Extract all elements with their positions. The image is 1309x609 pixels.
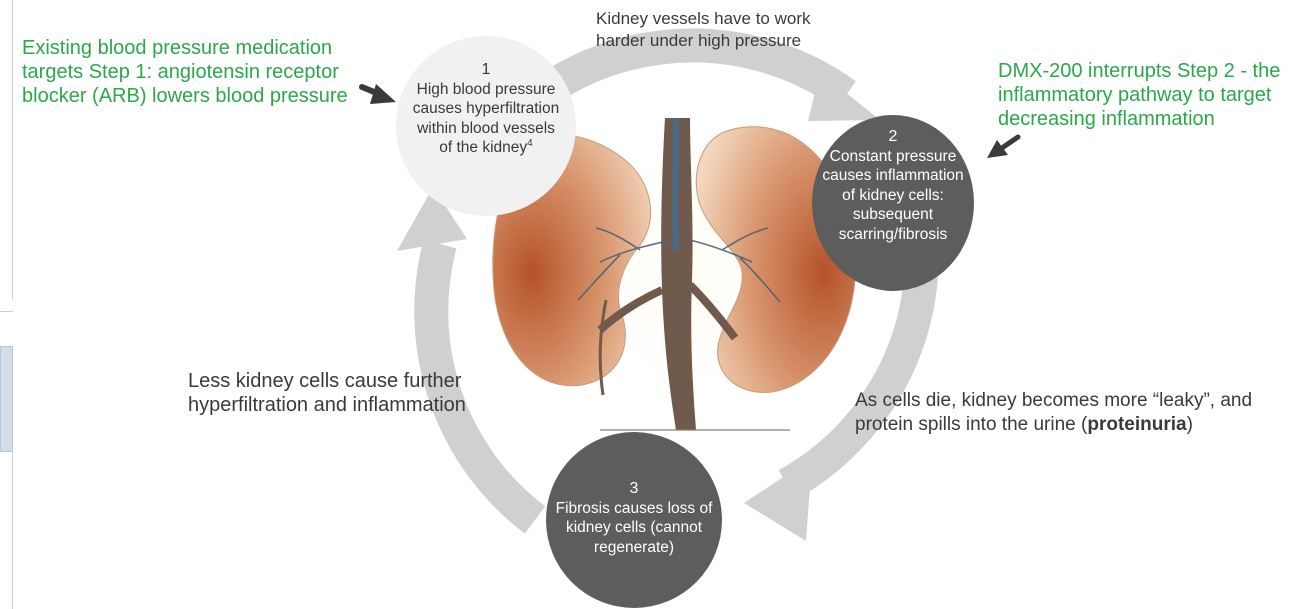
step-1-footnote: 4 — [527, 138, 533, 149]
proteinuria-term: proteinuria — [1087, 414, 1186, 435]
cycle-arrowhead-right — [744, 458, 812, 541]
pointer-arrow-icon — [987, 137, 1018, 158]
left-arrow-caption: Less kidney cells cause further hyperfil… — [188, 369, 488, 417]
step-3-text: Fibrosis causes loss of kidney cells (ca… — [556, 500, 713, 556]
cycle-arc-top — [548, 45, 846, 95]
step-2-circle: 2 Constant pressure causes inflammation … — [812, 115, 974, 291]
step-2-text: Constant pressure causes inflammation of… — [822, 148, 963, 243]
step-3-circle: 3 Fibrosis causes loss of kidney cells (… — [546, 432, 722, 608]
top-arrow-caption: Kidney vessels have to work harder under… — [596, 8, 856, 52]
step-1-circle: 1 High blood pressure causes hyperfiltra… — [396, 36, 576, 216]
step-2-number: 2 — [822, 127, 964, 147]
proteinuria-caption: As cells die, kidney becomes more “leaky… — [855, 389, 1300, 437]
proteinuria-caption-close: ) — [1187, 414, 1193, 435]
step-1-number: 1 — [412, 60, 560, 80]
step-1-text: High blood pressure causes hyperfiltrati… — [413, 81, 559, 157]
arb-medication-note: Existing blood pressure medication targe… — [22, 36, 392, 108]
step-3-number: 3 — [554, 479, 714, 499]
dmx-200-note: DMX-200 interrupts Step 2 - the inflamma… — [998, 59, 1308, 131]
